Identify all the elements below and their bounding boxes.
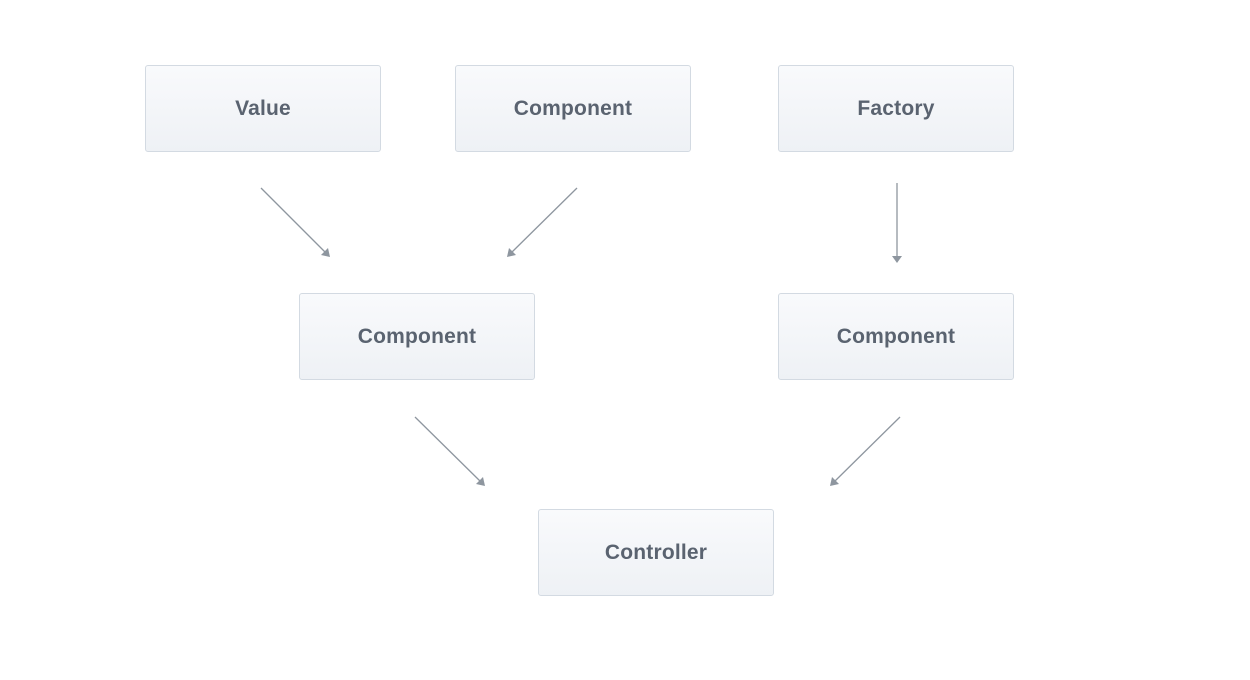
- node-component-top: Component: [455, 65, 691, 152]
- arrow-factory-to-component-right: [892, 183, 902, 263]
- node-value: Value: [145, 65, 381, 152]
- node-factory-label: Factory: [857, 96, 935, 120]
- arrow-value-to-component-left: [260, 187, 330, 257]
- node-component-left: Component: [299, 293, 535, 380]
- arrow-component-right-to-controller: [830, 416, 901, 486]
- node-controller: Controller: [538, 509, 774, 596]
- node-controller-label: Controller: [604, 540, 708, 564]
- node-component-right-label: Component: [836, 324, 956, 348]
- arrow-component-left-to-controller: [414, 416, 485, 486]
- arrow-component-top-to-component-left: [507, 187, 578, 257]
- node-component-top-label: Component: [513, 96, 633, 120]
- node-value-label: Value: [235, 96, 291, 120]
- node-component-right: Component: [778, 293, 1014, 380]
- node-component-left-label: Component: [357, 324, 477, 348]
- node-factory: Factory: [778, 65, 1014, 152]
